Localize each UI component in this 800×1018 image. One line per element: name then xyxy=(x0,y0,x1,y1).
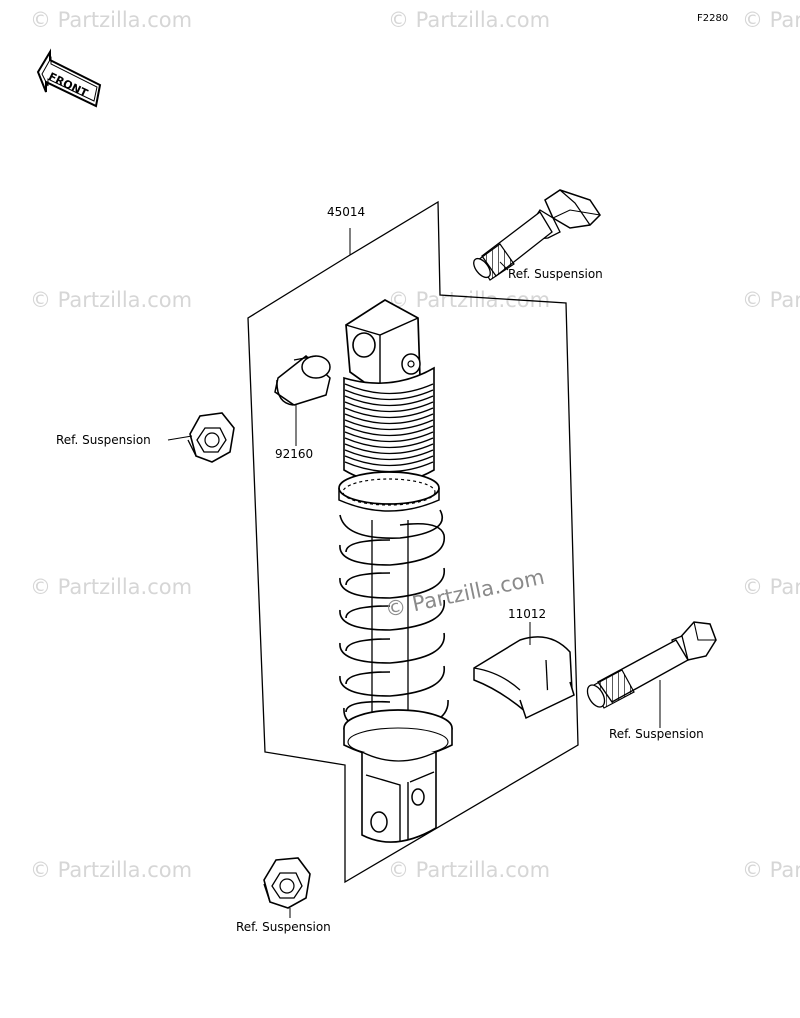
leader-line xyxy=(499,261,509,271)
part-number-11012[interactable]: 11012 xyxy=(508,607,547,621)
clip xyxy=(473,636,575,720)
part-number-45014[interactable]: 45014 xyxy=(327,205,366,219)
right-bolt xyxy=(586,621,717,709)
ref-suspension-top-bolt[interactable]: Ref. Suspension xyxy=(508,267,603,281)
part-number-92160[interactable]: 92160 xyxy=(275,447,314,461)
figure-code: F2280 xyxy=(697,13,729,24)
ref-suspension-left-nut[interactable]: Ref. Suspension xyxy=(56,433,151,447)
front-arrow-icon xyxy=(36,48,102,108)
top-bolt xyxy=(473,189,601,281)
bushing xyxy=(274,355,331,406)
ref-suspension-right-bolt[interactable]: Ref. Suspension xyxy=(609,727,704,741)
bottom-nut xyxy=(263,857,311,909)
shock-absorber xyxy=(338,299,453,843)
left-nut xyxy=(187,412,235,463)
leader-line xyxy=(167,435,193,441)
ref-suspension-bottom-nut[interactable]: Ref. Suspension xyxy=(236,920,331,934)
assembly-outline xyxy=(247,200,579,884)
